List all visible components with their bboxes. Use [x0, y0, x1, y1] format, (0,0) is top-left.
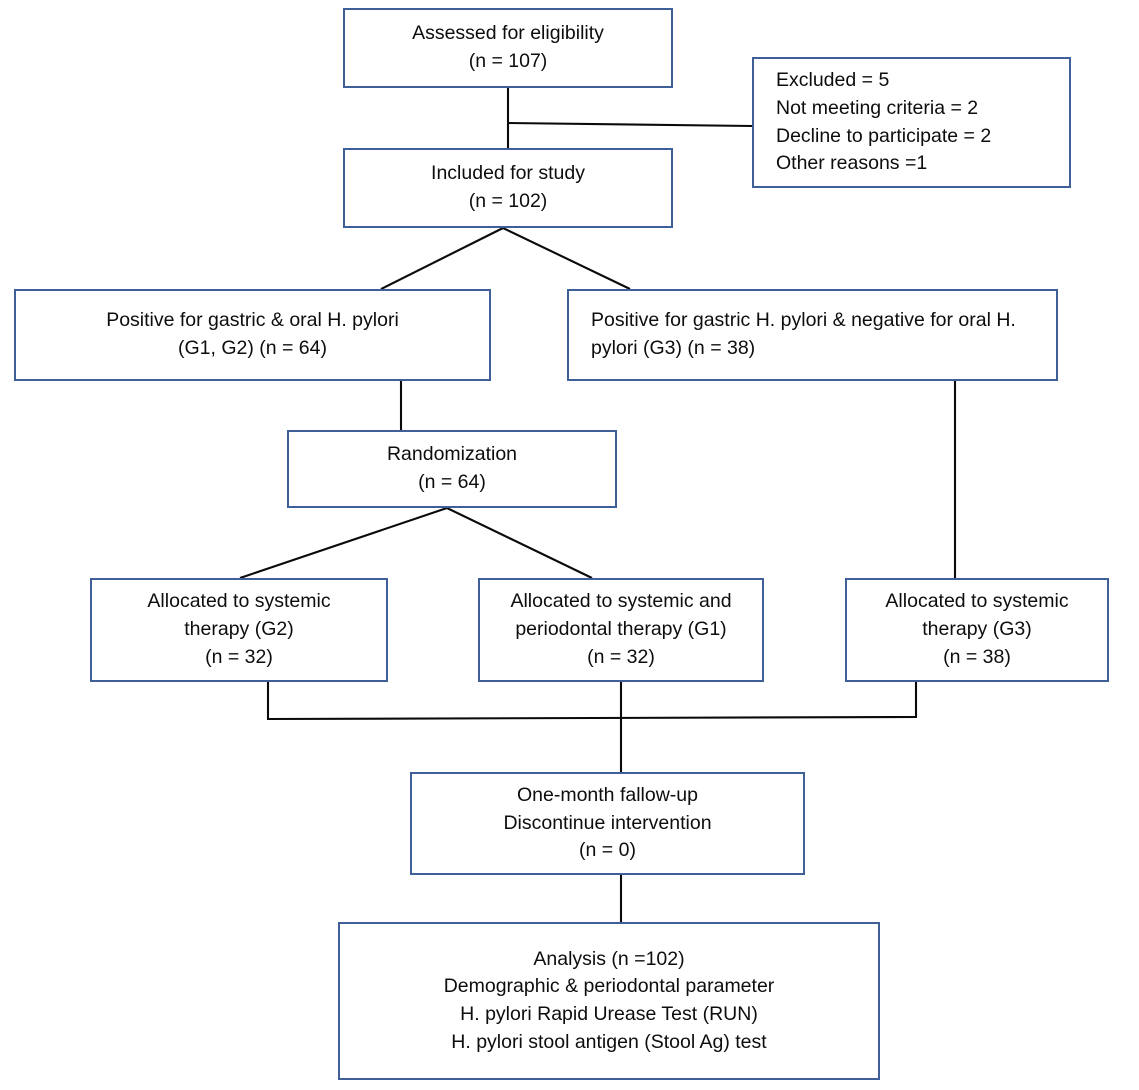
node-positive-gastric-line-1: Positive for gastric H. pylori & negativ… [591, 309, 1016, 359]
node-analysis-line-4: H. pylori stool antigen (Stool Ag) test [451, 1030, 767, 1053]
node-excluded[interactable]: Excluded = 5 Not meeting criteria = 2 De… [752, 57, 1071, 188]
node-followup-line-3: (n = 0) [579, 839, 636, 862]
node-assessed-line-2: (n = 107) [468, 50, 548, 72]
node-analysis-line-1: Analysis (n =102) [533, 947, 685, 970]
node-randomization[interactable]: Randomization (n = 64) [287, 430, 617, 508]
node-included-line-1: Included for study [431, 162, 585, 185]
node-included-for-study[interactable]: Included for study (n = 102) [343, 148, 673, 228]
node-allocated-g3[interactable]: Allocated to systemic therapy (G3) (n = … [845, 578, 1109, 682]
node-allocated-g2[interactable]: Allocated to systemic therapy (G2) (n = … [90, 578, 388, 682]
edge-randomization-to-alloc-g2 [239, 507, 448, 579]
node-excluded-line-3: Decline to participate = 2 [776, 124, 992, 147]
node-one-month-followup[interactable]: One-month fallow-up Discontinue interven… [410, 772, 805, 875]
node-alloc-g3-line-1: Allocated to systemic [885, 590, 1069, 613]
edge-merge-bus [266, 715, 918, 721]
edge-included-to-positive-gastric [502, 227, 631, 290]
node-allocated-g1[interactable]: Allocated to systemic and periodontal th… [478, 578, 764, 682]
node-alloc-g2-line-2: therapy (G2) [184, 618, 294, 641]
node-assessed-line-1: Assessed for eligibility [412, 22, 604, 45]
edge-included-to-positive-both [380, 227, 504, 290]
node-alloc-g1-line-1: Allocated to systemic and [510, 590, 732, 613]
node-analysis-line-3: H. pylori Rapid Urease Test (RUN) [460, 1003, 758, 1025]
node-alloc-g2-line-3: (n = 32) [205, 645, 273, 668]
node-randomization-line-2: (n = 64) [418, 471, 486, 493]
node-excluded-line-1: Excluded = 5 [776, 69, 890, 92]
node-analysis[interactable]: Analysis (n =102) Demographic & periodon… [338, 922, 880, 1080]
node-included-line-2: (n = 102) [468, 190, 548, 212]
node-alloc-g3-line-2: therapy (G3) [922, 618, 1032, 641]
node-alloc-g1-line-2: periodontal therapy (G1) [515, 618, 727, 641]
edge-trunk-to-excluded [507, 121, 753, 128]
node-alloc-g3-line-3: (n = 38) [943, 645, 1011, 668]
node-positive-gastric-negative-oral[interactable]: Positive for gastric H. pylori & negativ… [567, 289, 1058, 381]
node-analysis-line-2: Demographic & periodontal parameter [443, 975, 775, 998]
node-followup-line-1: One-month fallow-up [516, 783, 698, 806]
node-excluded-line-4: Other reasons =1 [776, 152, 928, 175]
node-alloc-g1-line-3: (n = 32) [587, 645, 655, 668]
node-followup-line-2: Discontinue intervention [503, 811, 712, 834]
node-alloc-g2-line-1: Allocated to systemic [147, 590, 331, 613]
node-assessed-for-eligibility[interactable]: Assessed for eligibility (n = 107) [343, 8, 673, 88]
node-positive-both-line-2: (G1, G2) (n = 64) [177, 337, 327, 359]
node-excluded-line-2: Not meeting criteria = 2 [776, 96, 979, 119]
node-randomization-line-1: Randomization [386, 443, 518, 466]
node-positive-gastric-and-oral[interactable]: Positive for gastric & oral H. pylori (G… [14, 289, 491, 381]
node-positive-both-line-1: Positive for gastric & oral H. pylori [106, 309, 399, 332]
edge-randomization-to-alloc-g1 [446, 507, 593, 579]
